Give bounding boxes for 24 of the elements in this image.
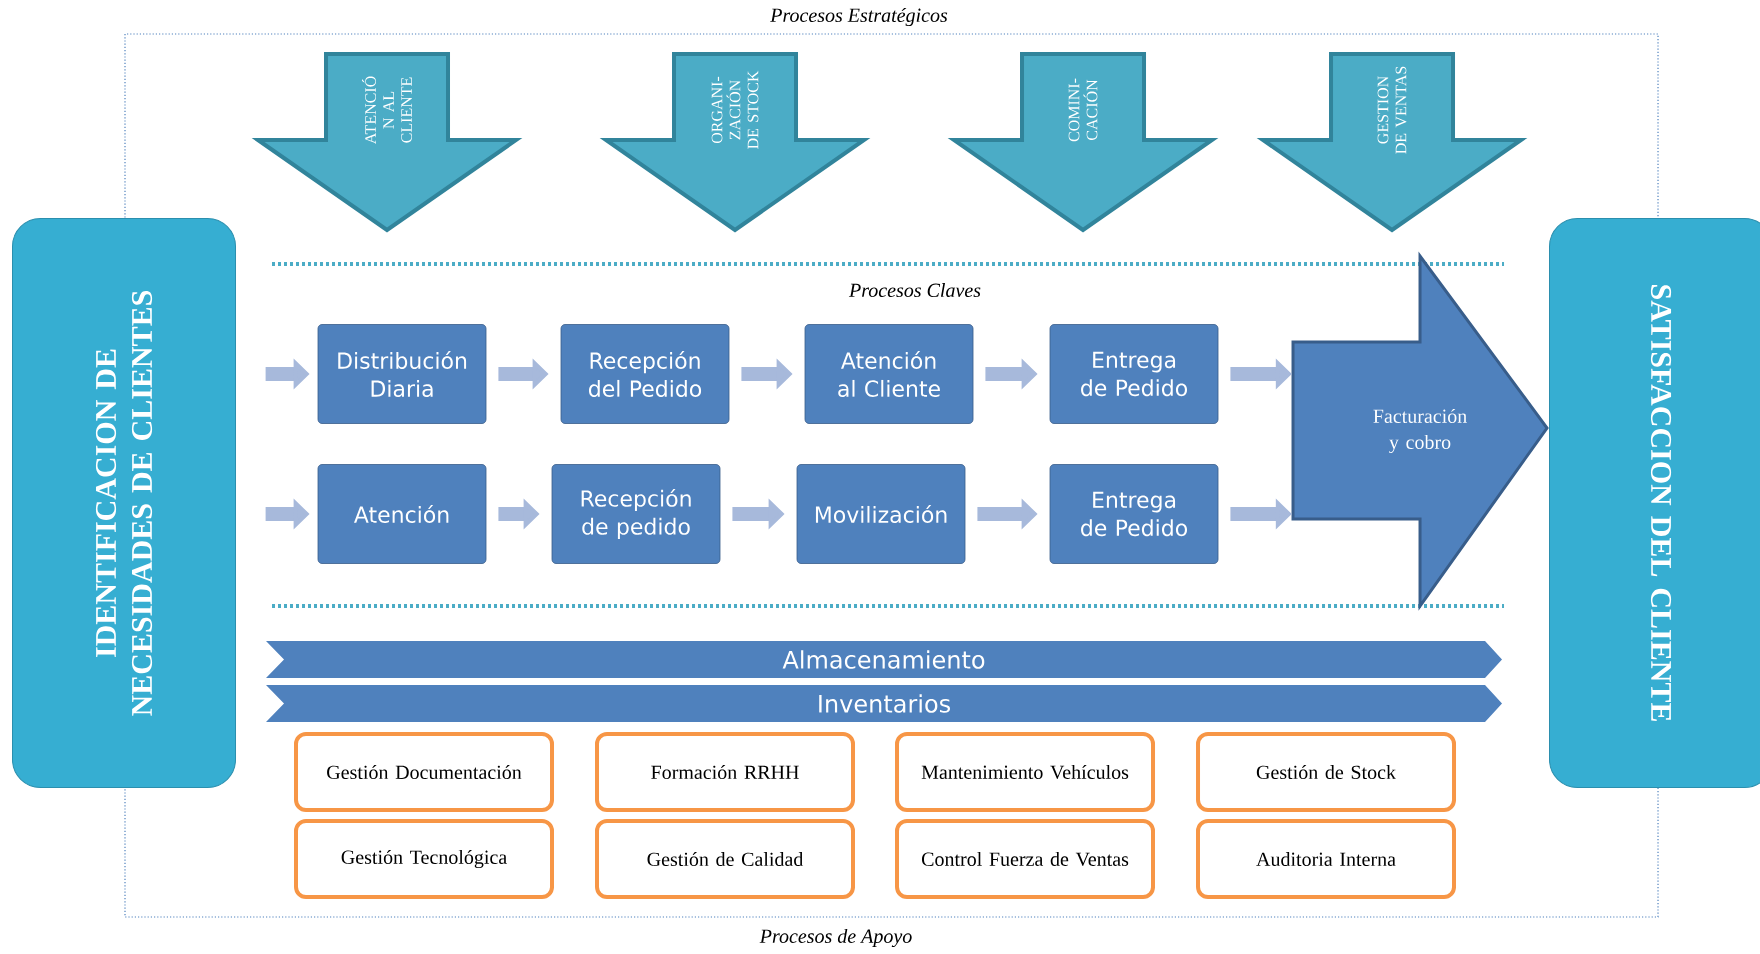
process-box: Recepción de pedido bbox=[551, 464, 721, 564]
support-box: Auditoria Interna bbox=[1196, 819, 1456, 899]
process-box: Atención al Cliente bbox=[804, 324, 974, 424]
chevron-band: Inventarios bbox=[266, 685, 1502, 722]
process-box: Distribución Diaria bbox=[317, 324, 487, 424]
chevron-band: Almacenamiento bbox=[266, 641, 1502, 678]
support-box: Control Fuerza de Ventas bbox=[895, 819, 1155, 899]
support-box: Formación RRHH bbox=[595, 732, 855, 812]
side-box: SATISFACCION DEL CLIENTE bbox=[1549, 218, 1760, 788]
process-box: Movilización bbox=[796, 464, 966, 564]
section-label: Procesos Claves bbox=[848, 282, 981, 298]
support-box: Gestión Tecnológica bbox=[294, 819, 554, 899]
side-box: IDENTIFICACION DE NECESIDADES DE CLIENTES bbox=[12, 218, 236, 788]
process-box: Atención bbox=[317, 464, 487, 564]
pointed-process-box: Facturación y cobro bbox=[1291, 251, 1549, 611]
process-box: Entrega de Pedido bbox=[1049, 464, 1219, 564]
support-box: Gestión de Stock bbox=[1196, 732, 1456, 812]
section-label: Procesos Estratégicos bbox=[770, 7, 948, 27]
process-box: Entrega de Pedido bbox=[1049, 324, 1219, 424]
support-box: Gestión de Calidad bbox=[595, 819, 855, 899]
support-box: Mantenimiento Vehículos bbox=[895, 732, 1155, 812]
process-box: Recepción del Pedido bbox=[560, 324, 730, 424]
support-box: Gestión Documentación bbox=[294, 732, 554, 812]
section-label: Procesos de Apoyo bbox=[759, 928, 912, 948]
